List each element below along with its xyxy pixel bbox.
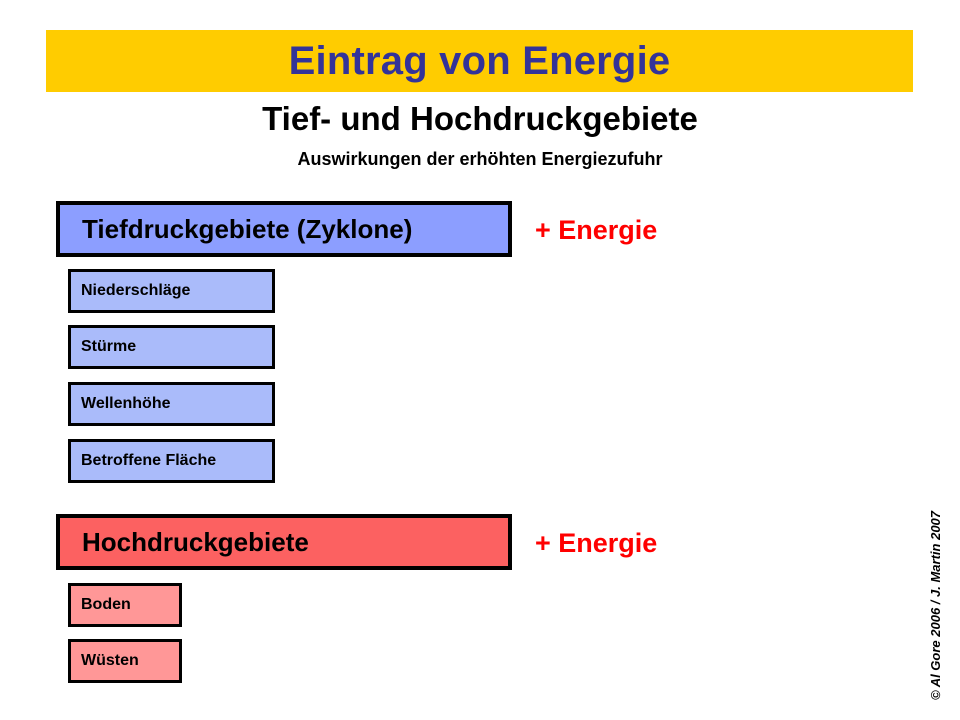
item-box-wuesten[interactable]: Wüsten	[68, 639, 182, 683]
title-banner-text: Eintrag von Energie	[288, 39, 671, 83]
item-label: Betroffene Fläche	[81, 452, 217, 469]
item-label: Niederschläge	[81, 282, 191, 299]
item-label: Wellenhöhe	[81, 395, 171, 412]
item-label: Wüsten	[81, 652, 139, 669]
item-box-wellenhoehe[interactable]: Wellenhöhe	[68, 382, 275, 426]
page-title: Tief- und Hochdruckgebiete	[262, 100, 698, 137]
section-heading-label: Hochdruckgebiete	[82, 527, 309, 557]
title-banner: Eintrag von Energie	[46, 30, 913, 92]
item-box-niederschlaege[interactable]: Niederschläge	[68, 269, 275, 313]
copyright-text: © Al Gore 2006 / J. Martin 2007	[927, 510, 943, 700]
section-heading-high-pressure[interactable]: Hochdruckgebiete	[56, 514, 512, 570]
section-heading-label: Tiefdruckgebiete (Zyklone)	[82, 214, 413, 244]
item-label: Boden	[81, 596, 131, 613]
section-heading-low-pressure[interactable]: Tiefdruckgebiete (Zyklone)	[56, 201, 512, 257]
item-box-stuerme[interactable]: Stürme	[68, 325, 275, 369]
copyright-notice: © Al Gore 2006 / J. Martin 2007	[920, 500, 950, 710]
item-label: Stürme	[81, 338, 137, 355]
energy-label-low-pressure: + Energie	[535, 215, 658, 245]
page-subtitle: Auswirkungen der erhöhten Energiezufuhr	[297, 149, 663, 169]
item-box-betroffene-flaeche[interactable]: Betroffene Fläche	[68, 439, 275, 483]
energy-label-high-pressure: + Energie	[535, 528, 658, 558]
item-box-boden[interactable]: Boden	[68, 583, 182, 627]
